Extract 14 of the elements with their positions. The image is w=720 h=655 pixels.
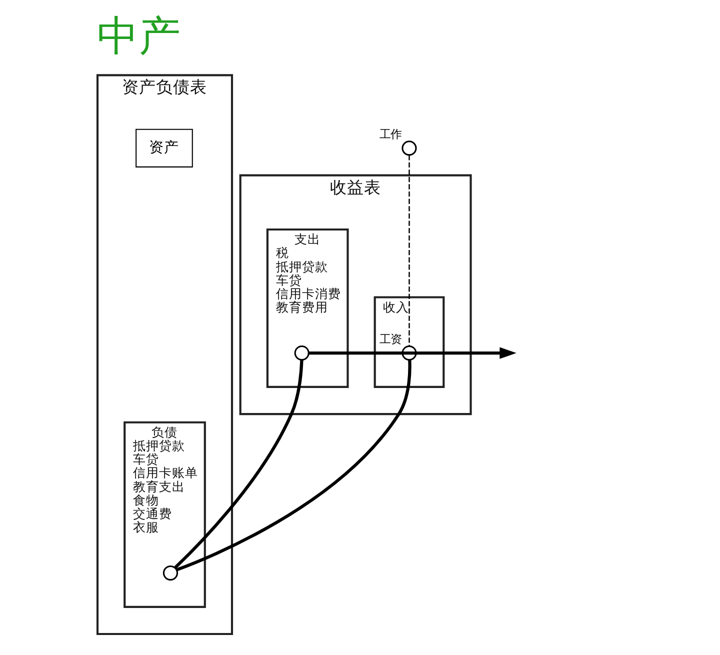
cluster: 负债 抵押贷款 车贷 信用卡账单 教育支出 食物 交通费 衣服 xyxy=(123,421,206,608)
node-circle xyxy=(401,140,416,156)
node-circle xyxy=(162,565,178,581)
diagram-title: 中产 xyxy=(96,11,181,60)
node-box: 资产 xyxy=(135,128,192,168)
node-label: 工资 xyxy=(378,332,401,346)
connector xyxy=(176,360,411,572)
connector xyxy=(174,360,303,569)
arrow xyxy=(308,347,516,359)
node-circle xyxy=(401,345,416,361)
node-circle xyxy=(294,345,309,361)
node-label: 工作 xyxy=(378,127,401,142)
connector xyxy=(408,155,410,346)
cluster: 支出 税 抵押贷款 车贷 信用卡消费 教育费用 xyxy=(266,228,348,388)
